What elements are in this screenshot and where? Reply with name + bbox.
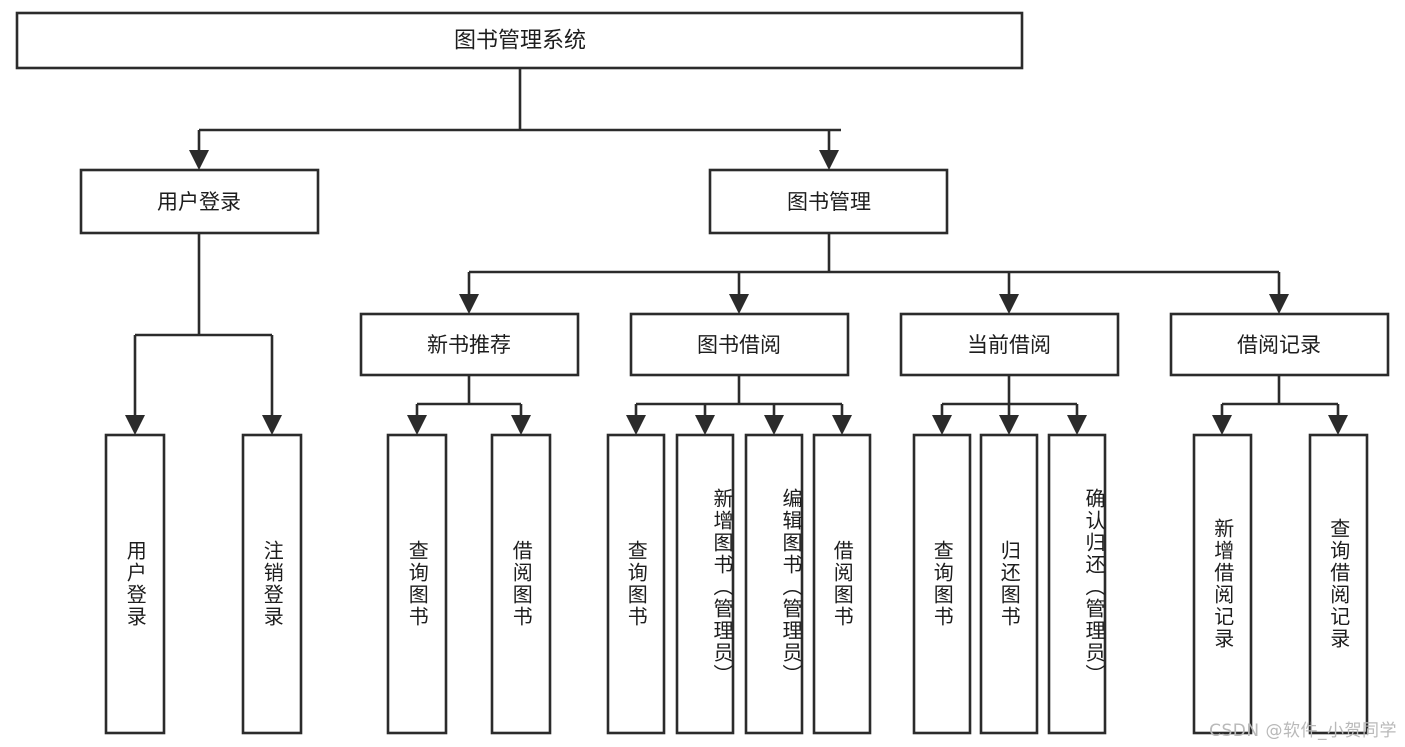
node-book-borrow[interactable]: 图书借阅	[629, 312, 850, 377]
node-borrow-record-label: 借阅记录	[1237, 333, 1321, 357]
connector-root-to-level2	[189, 68, 841, 170]
node-leaf-borrow-book[interactable]	[812, 433, 872, 735]
node-leaf-query-book-borrow[interactable]	[606, 433, 666, 735]
node-book-management-label: 图书管理	[787, 190, 871, 214]
node-leaf-return-book[interactable]	[979, 433, 1039, 735]
connector-borrowrecord-to-leaves	[1212, 375, 1348, 435]
node-current-borrow[interactable]: 当前借阅	[899, 312, 1120, 377]
connector-newbook-to-leaves	[407, 375, 531, 435]
node-new-book-recommend[interactable]: 新书推荐	[359, 312, 580, 377]
node-leaf-user-login[interactable]	[104, 433, 166, 735]
node-user-login[interactable]: 用户登录	[79, 168, 320, 235]
node-leaf-query-book-current[interactable]	[912, 433, 972, 735]
node-leaf-edit-book-admin[interactable]	[744, 433, 804, 735]
node-leaf-add-borrow-record[interactable]	[1192, 433, 1253, 735]
node-leaf-logout[interactable]	[241, 433, 303, 735]
connector-currentborrow-to-leaves	[932, 375, 1087, 435]
connector-bookborrow-to-leaves	[626, 375, 852, 435]
node-root-label: 图书管理系统	[454, 29, 586, 54]
node-leaf-query-book-newbook[interactable]	[386, 433, 448, 735]
csdn-watermark: CSDN @软件_小贺同学	[1209, 721, 1397, 741]
node-root-system[interactable]: 图书管理系统	[15, 11, 1024, 70]
connector-bookmgmt-to-level3	[459, 233, 1289, 314]
connector-userlogin-to-leaves	[125, 233, 282, 435]
node-borrow-record[interactable]: 借阅记录	[1169, 312, 1390, 377]
node-leaf-confirm-return-admin[interactable]	[1047, 433, 1107, 735]
node-book-borrow-label: 图书借阅	[697, 333, 781, 357]
node-current-borrow-label: 当前借阅	[967, 333, 1051, 357]
node-new-book-recommend-label: 新书推荐	[427, 333, 511, 357]
node-leaf-add-book-admin[interactable]	[675, 433, 735, 735]
node-book-management[interactable]: 图书管理	[708, 168, 949, 235]
node-leaf-borrow-book-newbook[interactable]	[490, 433, 552, 735]
node-user-login-label: 用户登录	[157, 190, 241, 214]
node-leaf-query-borrow-record[interactable]	[1308, 433, 1369, 735]
